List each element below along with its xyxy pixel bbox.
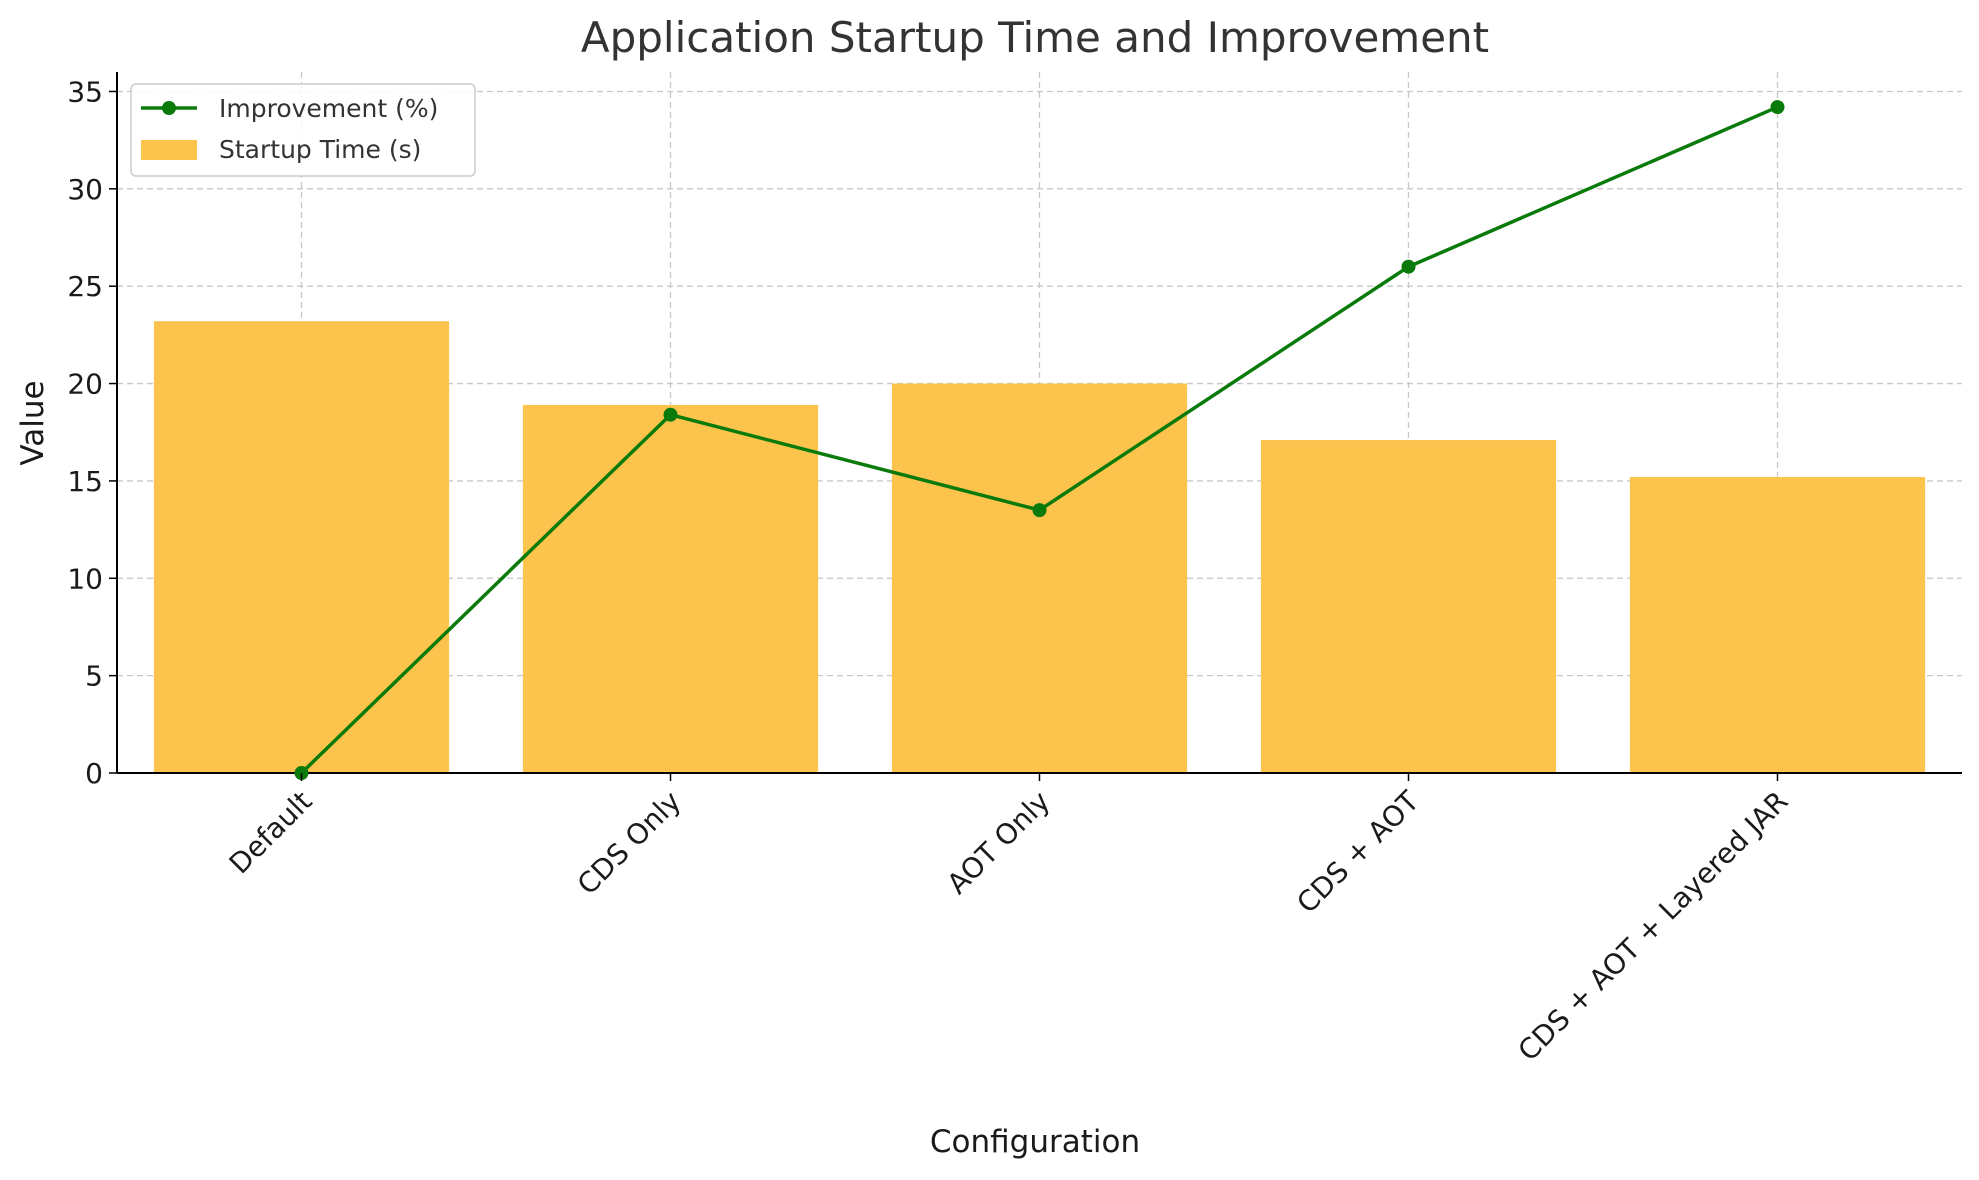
legend-label-startup-time: Startup Time (s) xyxy=(219,135,421,164)
y-tick-label: 25 xyxy=(67,270,103,303)
y-tick-label: 30 xyxy=(67,173,103,206)
legend-marker-swatch xyxy=(162,101,176,115)
y-tick-label: 15 xyxy=(67,465,103,498)
x-tick-label: CDS Only xyxy=(571,785,688,902)
improvement-point xyxy=(663,407,678,422)
y-tick-label: 35 xyxy=(67,75,103,108)
legend: Improvement (%) Startup Time (s) xyxy=(130,83,476,177)
bar-startup-time xyxy=(522,404,819,773)
legend-bar-swatch xyxy=(141,140,197,160)
x-tick-label: CDS + AOT xyxy=(1290,784,1426,920)
y-tick-label: 0 xyxy=(85,757,103,790)
improvement-point xyxy=(1770,100,1785,115)
improvement-line xyxy=(294,100,1785,780)
x-tick-label: Default xyxy=(223,785,319,881)
y-tick-label: 5 xyxy=(85,660,103,693)
improvement-point xyxy=(1401,259,1416,274)
x-axis-title: Configuration xyxy=(930,1124,1140,1160)
legend-label-improvement: Improvement (%) xyxy=(219,94,438,123)
chart-title: Application Startup Time and Improvement xyxy=(581,13,1489,62)
y-ticks: 0 5 10 15 20 25 30 35 xyxy=(67,75,117,790)
y-tick-label: 20 xyxy=(67,368,103,401)
x-tick-label: CDS + AOT + Layered JAR xyxy=(1512,785,1795,1068)
y-tick-label: 10 xyxy=(67,562,103,595)
x-tick-label: AOT Only xyxy=(941,785,1057,901)
x-ticks: Default CDS Only AOT Only CDS + AOT CDS + AO… xyxy=(223,773,1795,1068)
bar-startup-time xyxy=(891,383,1188,773)
bar-startup-time xyxy=(1629,477,1926,773)
improvement-point xyxy=(1032,503,1047,518)
bar-startup-time xyxy=(153,321,450,773)
y-axis-title: Value xyxy=(15,380,51,465)
bars xyxy=(153,321,1926,773)
legend-box xyxy=(130,83,476,177)
bar-startup-time xyxy=(1260,440,1557,773)
